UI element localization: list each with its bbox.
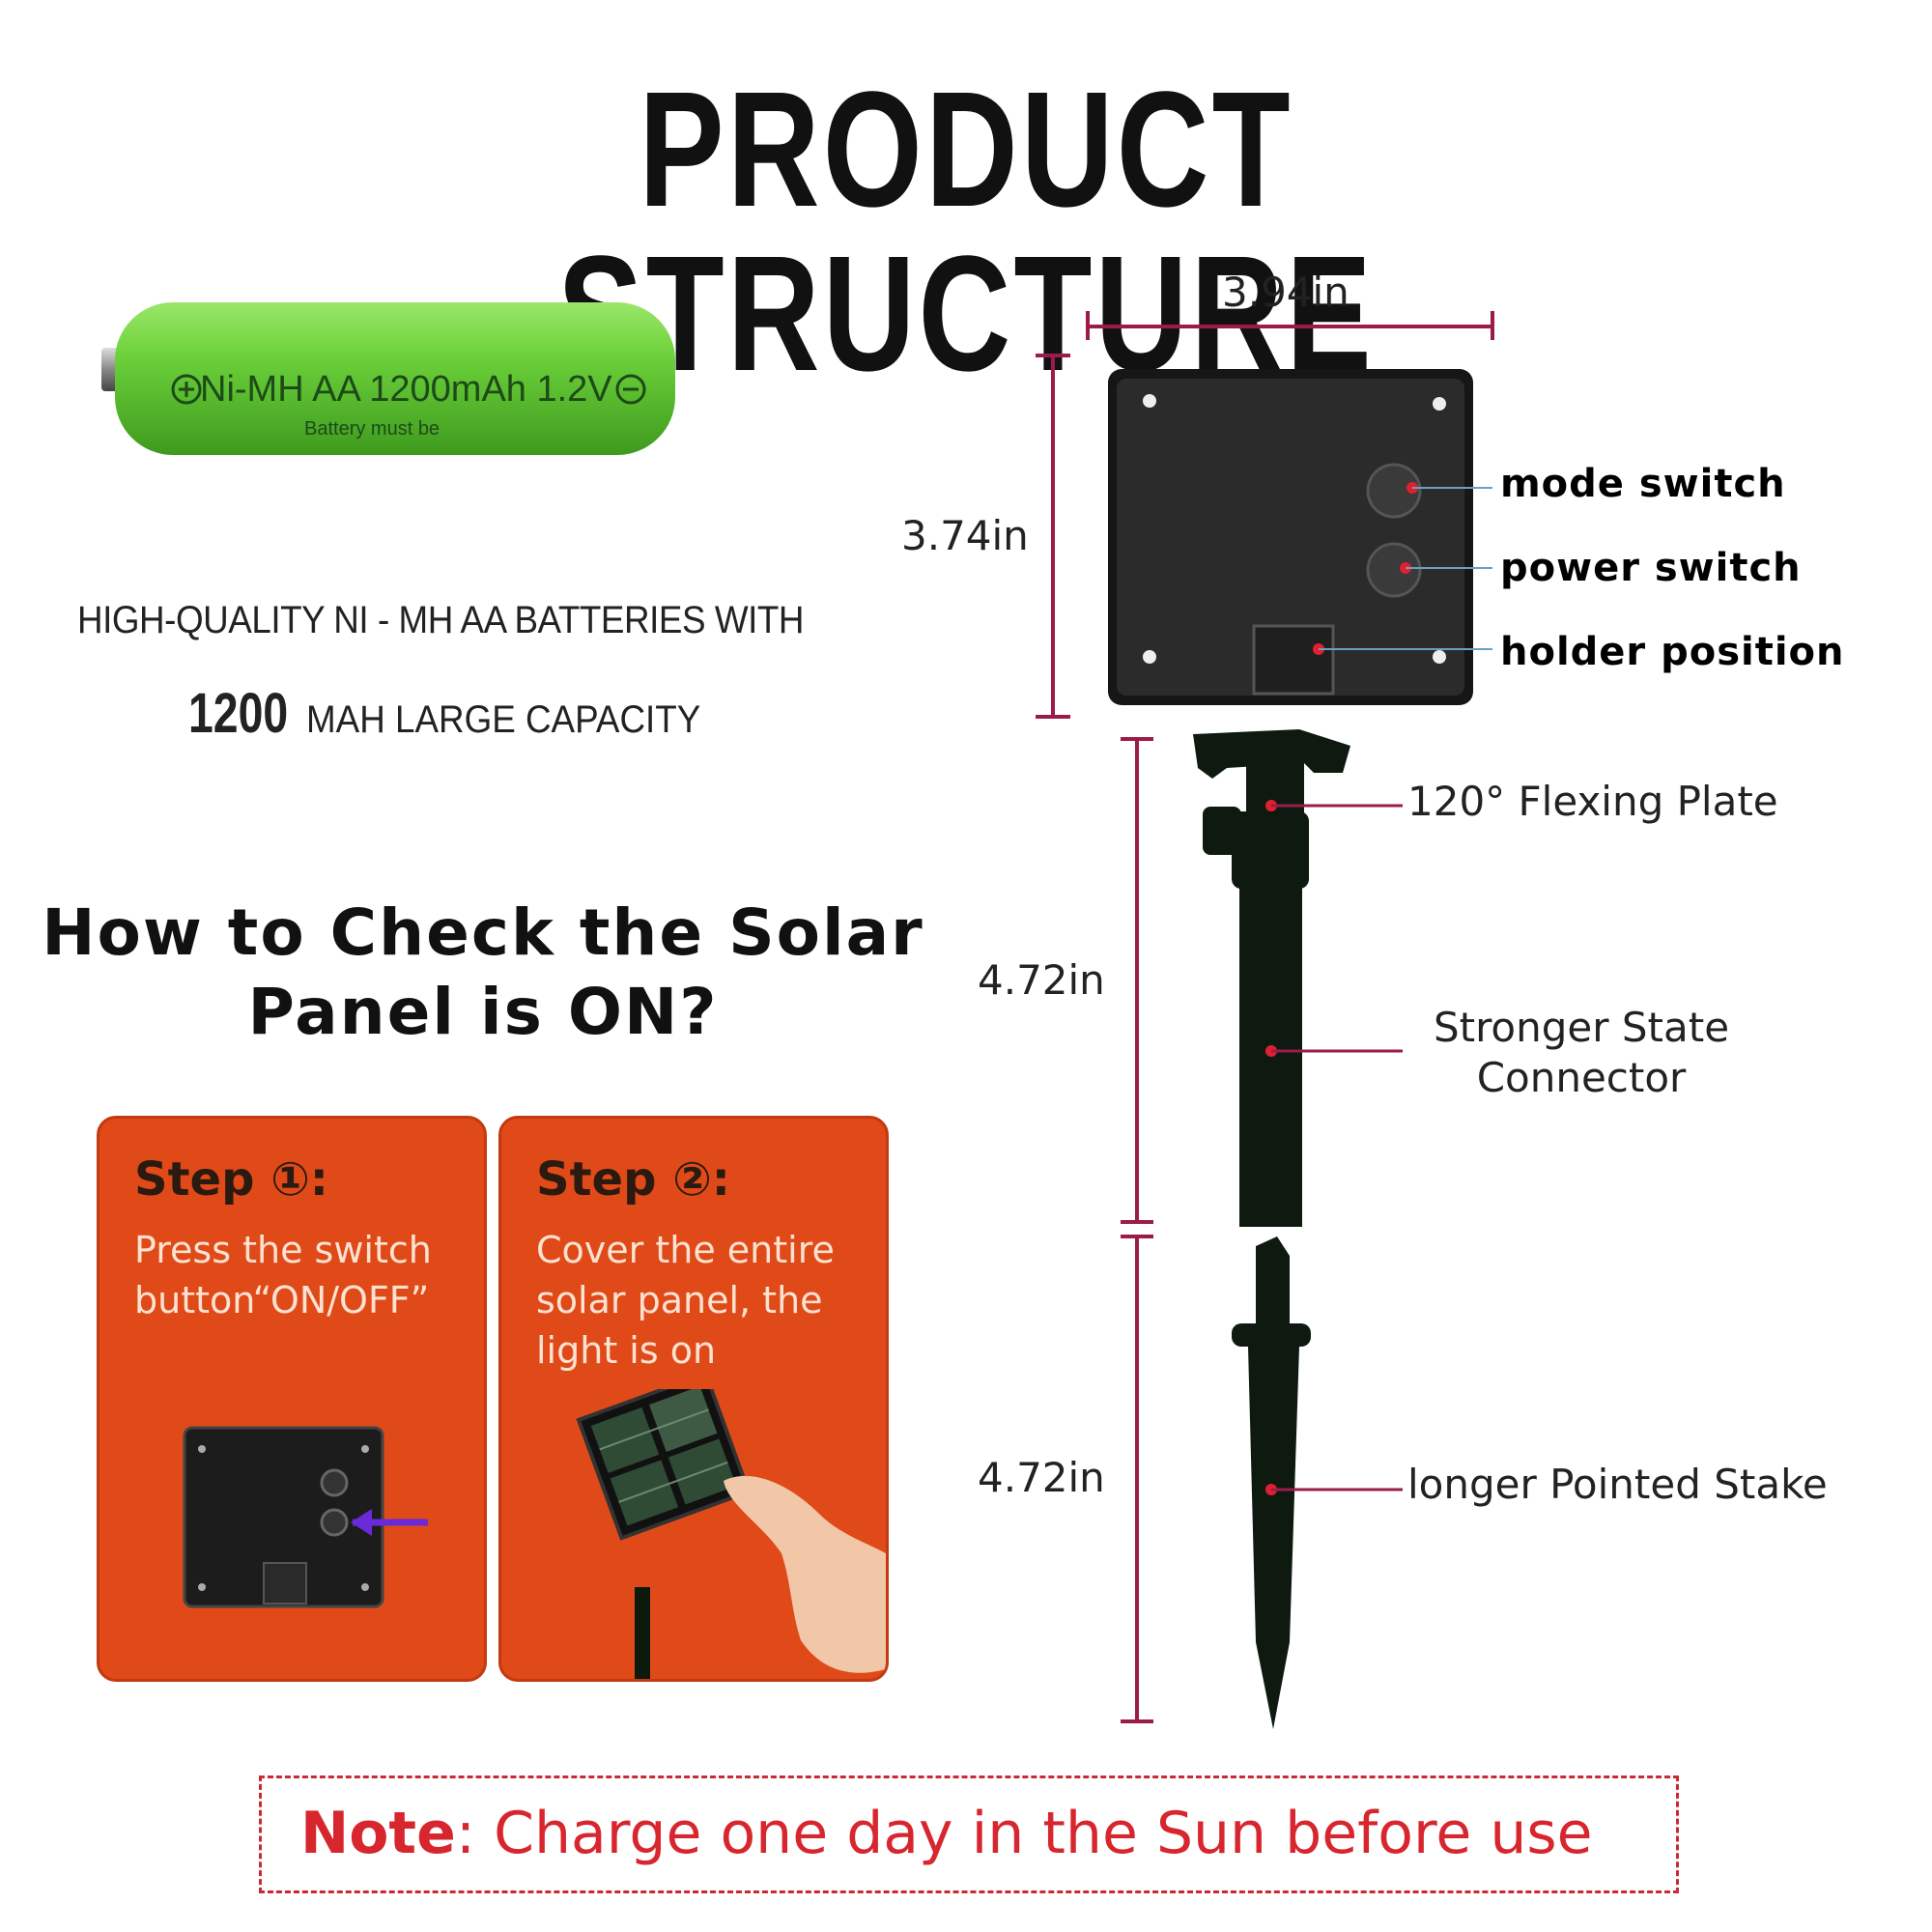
- connector: [1193, 729, 1350, 1227]
- howto-line2: Panel is ON?: [247, 975, 719, 1049]
- callout-connector-line1: Stronger State: [1433, 1004, 1730, 1051]
- battery-description: HIGH-QUALITY NI - MH AA BATTERIES WITH: [77, 599, 804, 641]
- page-title: PRODUCT STRUCTURE: [557, 58, 1375, 406]
- battery-small-text: Battery must be: [304, 418, 440, 440]
- battery-image: Ni-MH AA 1200mAh 1.2V Battery must be: [101, 302, 675, 455]
- battery-label: Ni-MH AA 1200mAh 1.2V: [200, 369, 612, 410]
- solar-panel-illustration: [576, 1389, 886, 1679]
- control-box: [1108, 369, 1492, 705]
- step-1-line1: Press the switch: [134, 1229, 432, 1271]
- callout-stake: longer Pointed Stake: [1407, 1461, 1828, 1508]
- step-2-card: Step ②: Cover the entire solar panel, th…: [498, 1116, 889, 1682]
- step-2-line1: Cover the entire: [536, 1229, 835, 1271]
- callout-mode-switch: mode switch: [1500, 462, 1786, 506]
- step-1-title: Step ①:: [134, 1152, 328, 1207]
- dimension-connector: 4.72in: [978, 956, 1105, 1004]
- howto-line1: How to Check the Solar: [42, 895, 924, 970]
- howto-heading: How to Check the Solar Panel is ON?: [39, 894, 927, 1052]
- dimension-stake: 4.72in: [978, 1454, 1105, 1501]
- step-2-line2: solar panel, the: [536, 1279, 823, 1321]
- battery-capacity-line: 1200 MAH LARGE CAPACITY: [188, 681, 735, 746]
- dimension-width: 3.94in: [1222, 269, 1350, 316]
- stake: [1232, 1236, 1311, 1729]
- capacity-text: MAH LARGE CAPACITY: [306, 698, 701, 741]
- step-1-line2: button“ON/OFF”: [134, 1279, 430, 1321]
- callout-power-switch: power switch: [1500, 546, 1802, 590]
- dimension-height: 3.74in: [901, 512, 1029, 559]
- step-2-line3: light is on: [536, 1329, 717, 1372]
- callout-connector-line2: Connector: [1476, 1054, 1687, 1101]
- control-box-illustration: [183, 1426, 428, 1608]
- note-text: Note: Charge one day in the Sun before u…: [300, 1800, 1593, 1867]
- callout-holder-position: holder position: [1500, 630, 1845, 674]
- step-2-title: Step ②:: [536, 1152, 730, 1207]
- callout-connector: Stronger State Connector: [1417, 1003, 1746, 1103]
- note-box: Note: Charge one day in the Sun before u…: [259, 1776, 1679, 1893]
- step-1-card: Step ①: Press the switch button“ON/OFF”: [97, 1116, 487, 1682]
- step-1-text: Press the switch button“ON/OFF”: [134, 1225, 472, 1325]
- step-2-text: Cover the entire solar panel, the light …: [536, 1225, 874, 1376]
- callout-flexing-plate: 120° Flexing Plate: [1407, 778, 1778, 825]
- note-key: Note: [300, 1800, 456, 1867]
- note-body: : Charge one day in the Sun before use: [455, 1800, 1593, 1867]
